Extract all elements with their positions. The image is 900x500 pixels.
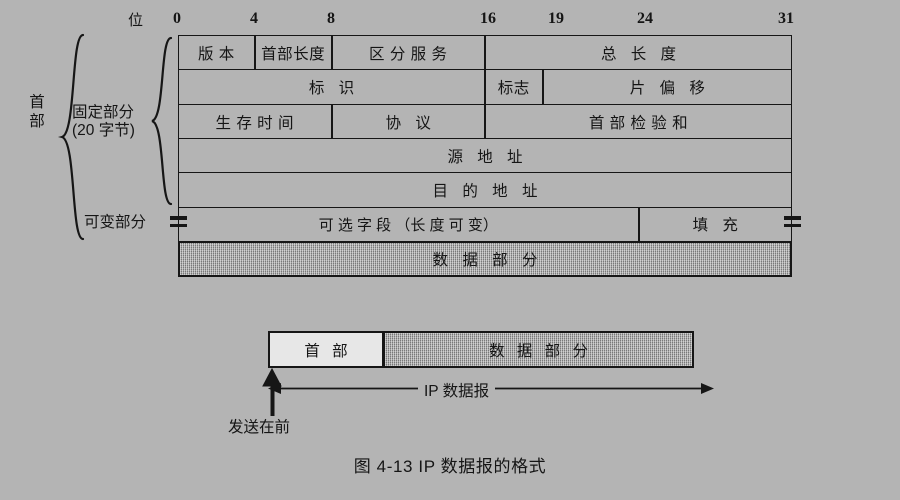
header-field-r1-2: 首部长度 bbox=[254, 35, 332, 71]
header-field-r4-1: 源 地 址 bbox=[178, 137, 792, 174]
figure-caption: 图 4-13 IP 数据报的格式 bbox=[353, 457, 547, 476]
header-field-r1-4: 总 长 度 bbox=[485, 35, 792, 71]
bit-tick-0: 0 bbox=[173, 10, 181, 27]
sent-first-label: 发送在前 bbox=[228, 419, 291, 436]
header-field-r7-1: 数 据 部 分 bbox=[178, 240, 792, 277]
bit-tick-31: 31 bbox=[778, 10, 794, 27]
bit-tick-16: 16 bbox=[480, 10, 496, 27]
header-field-r3-1: 生 存 时 间 bbox=[178, 103, 332, 140]
ip-header-table: 版 本首部长度区 分 服 务总 长 度标 识标志片 偏 移生 存 时 间协 议首… bbox=[178, 35, 792, 292]
bit-tick-8: 8 bbox=[327, 10, 335, 27]
header-field-r3-2: 协 议 bbox=[331, 103, 485, 140]
header-field-r5-1: 目 的 地 址 bbox=[178, 172, 792, 209]
header-field-r6-1: 可 选 字 段 （长 度 可 变） bbox=[178, 206, 639, 243]
header-field-r2-1: 标 识 bbox=[178, 69, 485, 106]
header-field-r2-2: 标志 bbox=[485, 69, 543, 106]
side-label-header: 首部 bbox=[29, 94, 45, 130]
bit-ruler-label: 位 bbox=[128, 12, 144, 29]
break-mark-right-icon bbox=[784, 216, 801, 228]
header-field-r2-3: 片 偏 移 bbox=[542, 69, 792, 106]
side-label-fixed-part-line1: 固定部分 bbox=[72, 104, 135, 121]
side-label-variable-part: 可变部分 bbox=[84, 214, 147, 231]
header-field-r1-1: 版 本 bbox=[178, 35, 255, 71]
side-label-fixed-part-line2: (20 字节) bbox=[72, 122, 135, 139]
header-field-r3-3: 首 部 检 验 和 bbox=[485, 103, 792, 140]
header-brace-icon bbox=[58, 33, 85, 241]
bit-tick-19: 19 bbox=[548, 10, 564, 27]
header-field-r1-3: 区 分 服 务 bbox=[331, 35, 485, 71]
bit-tick-4: 4 bbox=[250, 10, 258, 27]
datagram-header-box: 首 部 bbox=[268, 331, 384, 368]
ip-datagram-span-label: IP 数据报 bbox=[418, 379, 496, 401]
bit-tick-24: 24 bbox=[637, 10, 653, 27]
break-mark-left-icon bbox=[170, 216, 187, 228]
sent-first-arrow-icon bbox=[262, 367, 282, 416]
datagram-data-box: 数 据 部 分 bbox=[383, 331, 694, 368]
fixed-part-brace-icon bbox=[151, 36, 173, 206]
header-field-r6-2: 填 充 bbox=[638, 206, 792, 243]
